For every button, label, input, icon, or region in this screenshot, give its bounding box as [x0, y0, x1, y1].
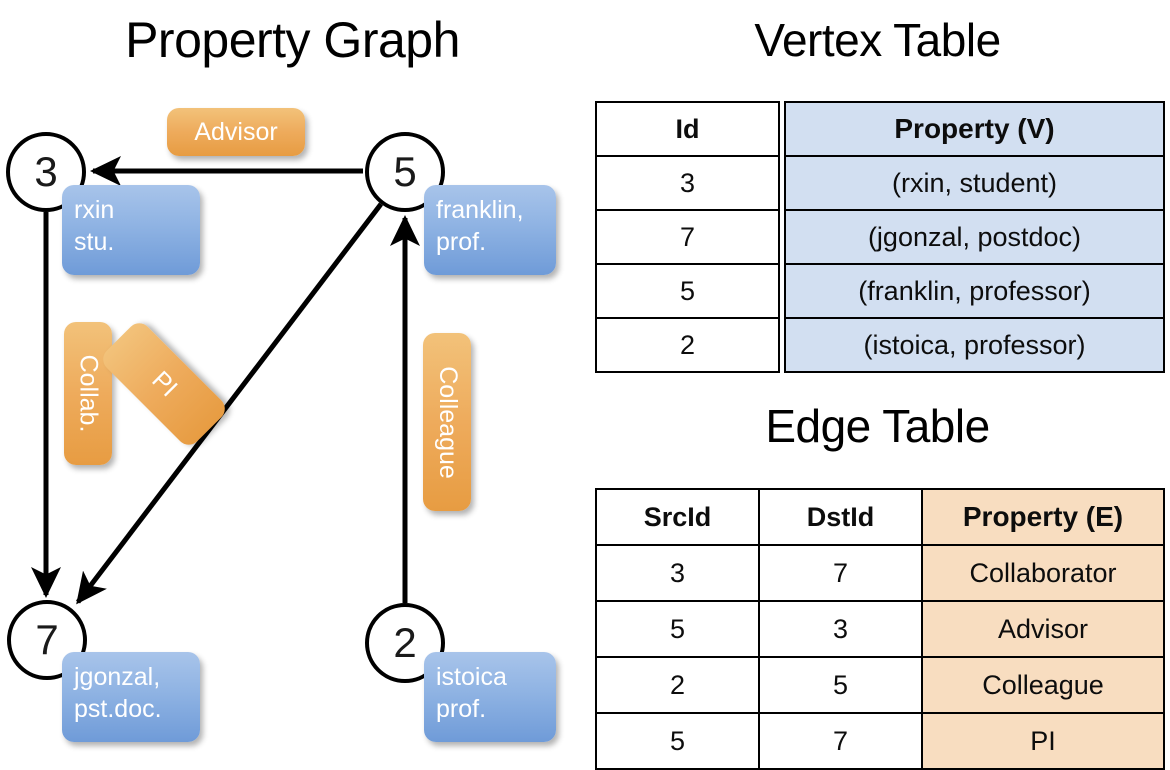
edge-property-cell: Collaborator	[921, 544, 1165, 602]
table-header-row: SrcId DstId	[595, 488, 923, 546]
edge-property-label: Colleague	[433, 365, 462, 479]
edge-table-src-dst-columns: SrcId DstId 3 7 5 3 2 5 5 7	[595, 488, 923, 770]
edge-dst-cell: 5	[758, 656, 923, 714]
property-graph-diagram: 3 5 7 2 rxin stu. franklin, prof. jgonza…	[0, 0, 585, 760]
vertex-property-box-rxin: rxin stu.	[62, 185, 200, 275]
edge-table-property-column: Property (E) Collaborator Advisor Collea…	[921, 488, 1165, 770]
vertex-property-cell: (rxin, student)	[784, 155, 1165, 211]
vertex-property-line2: prof.	[436, 695, 487, 723]
table-header-row: Property (E)	[921, 488, 1165, 546]
vertex-id-cell: 5	[595, 263, 780, 319]
graph-edge-arrows	[31, 156, 420, 605]
edge-property-cell: Advisor	[921, 600, 1165, 658]
graph-node-2[interactable]: 2	[365, 603, 445, 683]
vertex-property-line1: franklin,	[436, 196, 524, 224]
edge-dst-cell: 7	[758, 712, 923, 770]
table-row: (rxin, student)	[784, 155, 1165, 211]
edge-table-header-dstid: DstId	[758, 488, 923, 546]
graph-node-5[interactable]: 5	[365, 132, 445, 212]
table-row: Collaborator	[921, 544, 1165, 602]
edge-table-header-srcid: SrcId	[595, 488, 760, 546]
table-row: 2	[595, 317, 780, 373]
edge-property-box-advisor: Advisor	[167, 108, 305, 156]
page-title-vertex-table: Vertex Table	[754, 14, 1001, 66]
edge-property-label: Collab.	[74, 354, 103, 433]
table-row: 3 7	[595, 544, 923, 602]
vertex-property-box-franklin: franklin, prof.	[424, 185, 556, 275]
vertex-property-line2: prof.	[436, 228, 487, 256]
vertex-table-header-id: Id	[595, 101, 780, 157]
table-row: (jgonzal, postdoc)	[784, 209, 1165, 265]
table-row: 3	[595, 155, 780, 211]
vertex-id-cell: 7	[595, 209, 780, 265]
vertex-table-property-column: Property (V) (rxin, student) (jgonzal, p…	[784, 101, 1165, 373]
edge-src-cell: 5	[595, 712, 760, 770]
edge-property-label: Advisor	[194, 117, 278, 146]
edge-src-cell: 5	[595, 600, 760, 658]
edge-property-cell: Colleague	[921, 656, 1165, 714]
edge-property-box-colleague: Colleague	[423, 333, 471, 511]
vertex-property-line1: istoica	[436, 663, 507, 691]
page-title-property-graph: Property Graph	[125, 12, 460, 68]
table-row: 5 7	[595, 712, 923, 770]
page-title-edge-table: Edge Table	[765, 400, 990, 452]
edge-src-cell: 2	[595, 656, 760, 714]
edge-property-label: PI	[146, 365, 183, 402]
vertex-property-box-jgonzal: jgonzal, pst.doc.	[62, 652, 200, 742]
table-row: Colleague	[921, 656, 1165, 714]
table-row: 5 3	[595, 600, 923, 658]
vertex-id-cell: 2	[595, 317, 780, 373]
table-row: 2 5	[595, 656, 923, 714]
vertex-property-cell: (jgonzal, postdoc)	[784, 209, 1165, 265]
vertex-table-header-property: Property (V)	[784, 101, 1165, 157]
table-row: PI	[921, 712, 1165, 770]
table-row: Advisor	[921, 600, 1165, 658]
edge-5-to-7	[76, 202, 383, 605]
edge-dst-cell: 7	[758, 544, 923, 602]
vertex-property-cell: (franklin, professor)	[784, 263, 1165, 319]
table-row: (franklin, professor)	[784, 263, 1165, 319]
vertex-id-cell: 3	[595, 155, 780, 211]
vertex-property-line2: pst.doc.	[74, 695, 162, 723]
vertex-property-box-istoica: istoica prof.	[424, 652, 556, 742]
vertex-property-line1: jgonzal,	[74, 663, 161, 691]
table-header-row: Property (V)	[784, 101, 1165, 157]
table-row: 7	[595, 209, 780, 265]
table-row: (istoica, professor)	[784, 317, 1165, 373]
edge-table-header-property: Property (E)	[921, 488, 1165, 546]
edge-dst-cell: 3	[758, 600, 923, 658]
edge-property-cell: PI	[921, 712, 1165, 770]
table-header-row: Id	[595, 101, 780, 157]
vertex-table-id-column: Id 3 7 5 2	[595, 101, 780, 373]
edge-src-cell: 3	[595, 544, 760, 602]
vertex-property-cell: (istoica, professor)	[784, 317, 1165, 373]
vertex-property-line1: rxin	[74, 196, 115, 224]
vertex-property-line2: stu.	[74, 228, 115, 256]
edge-property-box-collab: Collab.	[64, 322, 112, 465]
table-row: 5	[595, 263, 780, 319]
